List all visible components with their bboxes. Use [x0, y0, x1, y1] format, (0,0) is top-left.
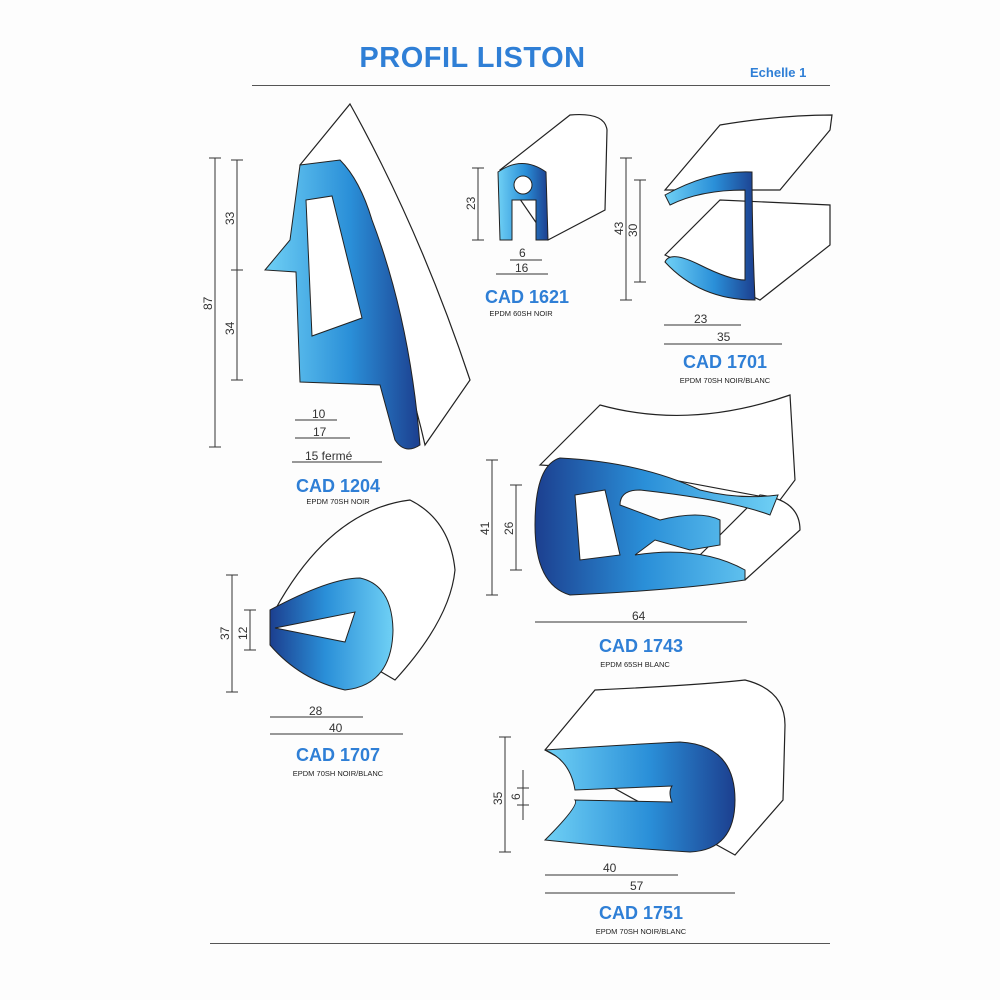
svg-text:35: 35: [717, 330, 731, 344]
svg-text:64: 64: [632, 609, 646, 623]
svg-text:16: 16: [515, 261, 529, 275]
svg-text:23: 23: [464, 196, 478, 210]
svg-text:6: 6: [509, 793, 523, 800]
svg-text:37: 37: [218, 626, 232, 640]
svg-text:34: 34: [223, 321, 237, 335]
cad-1204-material: EPDM 70SH NOIR: [306, 497, 370, 506]
svg-text:6: 6: [519, 246, 526, 260]
cad-1707-code: CAD 1707: [295, 745, 381, 765]
cad-1621-code: CAD 1621: [484, 287, 570, 307]
svg-text:10: 10: [312, 407, 326, 421]
cad-1751-code: CAD 1751: [598, 903, 684, 923]
cad-1743-code: CAD 1743: [598, 636, 684, 656]
scale-label: Echelle 1: [750, 65, 807, 80]
svg-text:23: 23: [694, 312, 708, 326]
svg-text:43: 43: [612, 221, 626, 235]
svg-text:26: 26: [502, 521, 516, 535]
cad-1701-code: CAD 1701: [682, 352, 768, 372]
cad-1621-material: EPDM 60SH NOIR: [489, 309, 553, 318]
page-title: PROFIL LISTON: [359, 42, 586, 74]
profile-cad-1204: 87 33 34 10 17 15 fermé: [201, 102, 471, 463]
svg-text:17: 17: [313, 425, 327, 439]
cad-1204-code: CAD 1204: [295, 476, 381, 496]
svg-text:33: 33: [223, 211, 237, 225]
svg-text:87: 87: [201, 296, 215, 310]
profile-cad-1701: 43 30 23 35: [612, 114, 833, 345]
cad-1701-material: EPDM 70SH NOIR/BLANC: [679, 376, 771, 385]
svg-text:57: 57: [630, 879, 644, 893]
profile-cad-1743: 41 26 64: [478, 394, 801, 623]
svg-text:28: 28: [309, 704, 323, 718]
svg-text:15 fermé: 15 fermé: [305, 449, 353, 463]
svg-text:41: 41: [478, 521, 492, 535]
svg-text:12: 12: [236, 626, 250, 640]
footer-divider: [210, 943, 830, 944]
svg-text:35: 35: [491, 791, 505, 805]
header-divider: [252, 85, 830, 86]
svg-text:40: 40: [603, 861, 617, 875]
profile-cad-1707: 37 12 28 40: [218, 499, 456, 735]
profile-cad-1751: 35 6 40 57: [491, 679, 786, 894]
cad-1751-material: EPDM 70SH NOIR/BLANC: [595, 927, 687, 936]
profile-cad-1621: 23 6 16: [464, 113, 608, 275]
cad-1743-material: EPDM 65SH BLANC: [600, 660, 670, 669]
svg-text:30: 30: [626, 223, 640, 237]
svg-text:40: 40: [329, 721, 343, 735]
cad-1707-material: EPDM 70SH NOIR/BLANC: [292, 769, 384, 778]
